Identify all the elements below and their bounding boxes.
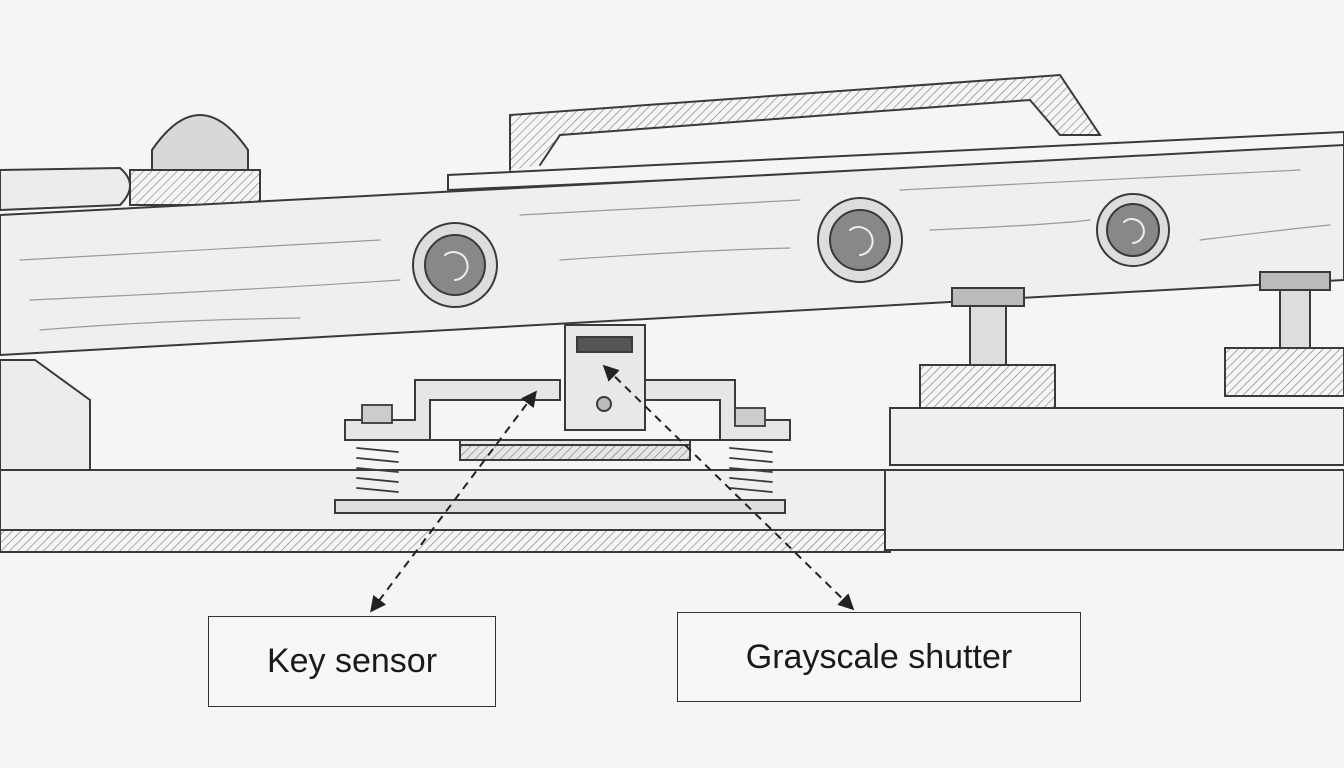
grayscale-shutter-label: Grayscale shutter [677,612,1081,702]
left-rail [0,114,261,212]
key-sensor-label: Key sensor [208,616,496,707]
bolt [817,197,903,283]
key-lever [0,143,1344,357]
right-structure [884,271,1344,551]
left-block [0,359,91,471]
wood-grain [19,169,1331,331]
bolt [1096,193,1170,267]
top-handle [447,73,1344,192]
shutter-arrow [602,364,855,611]
dome-button [151,114,249,171]
base-hatched [0,529,891,553]
key-sensor-arrow [370,390,537,613]
bolt [412,222,498,308]
